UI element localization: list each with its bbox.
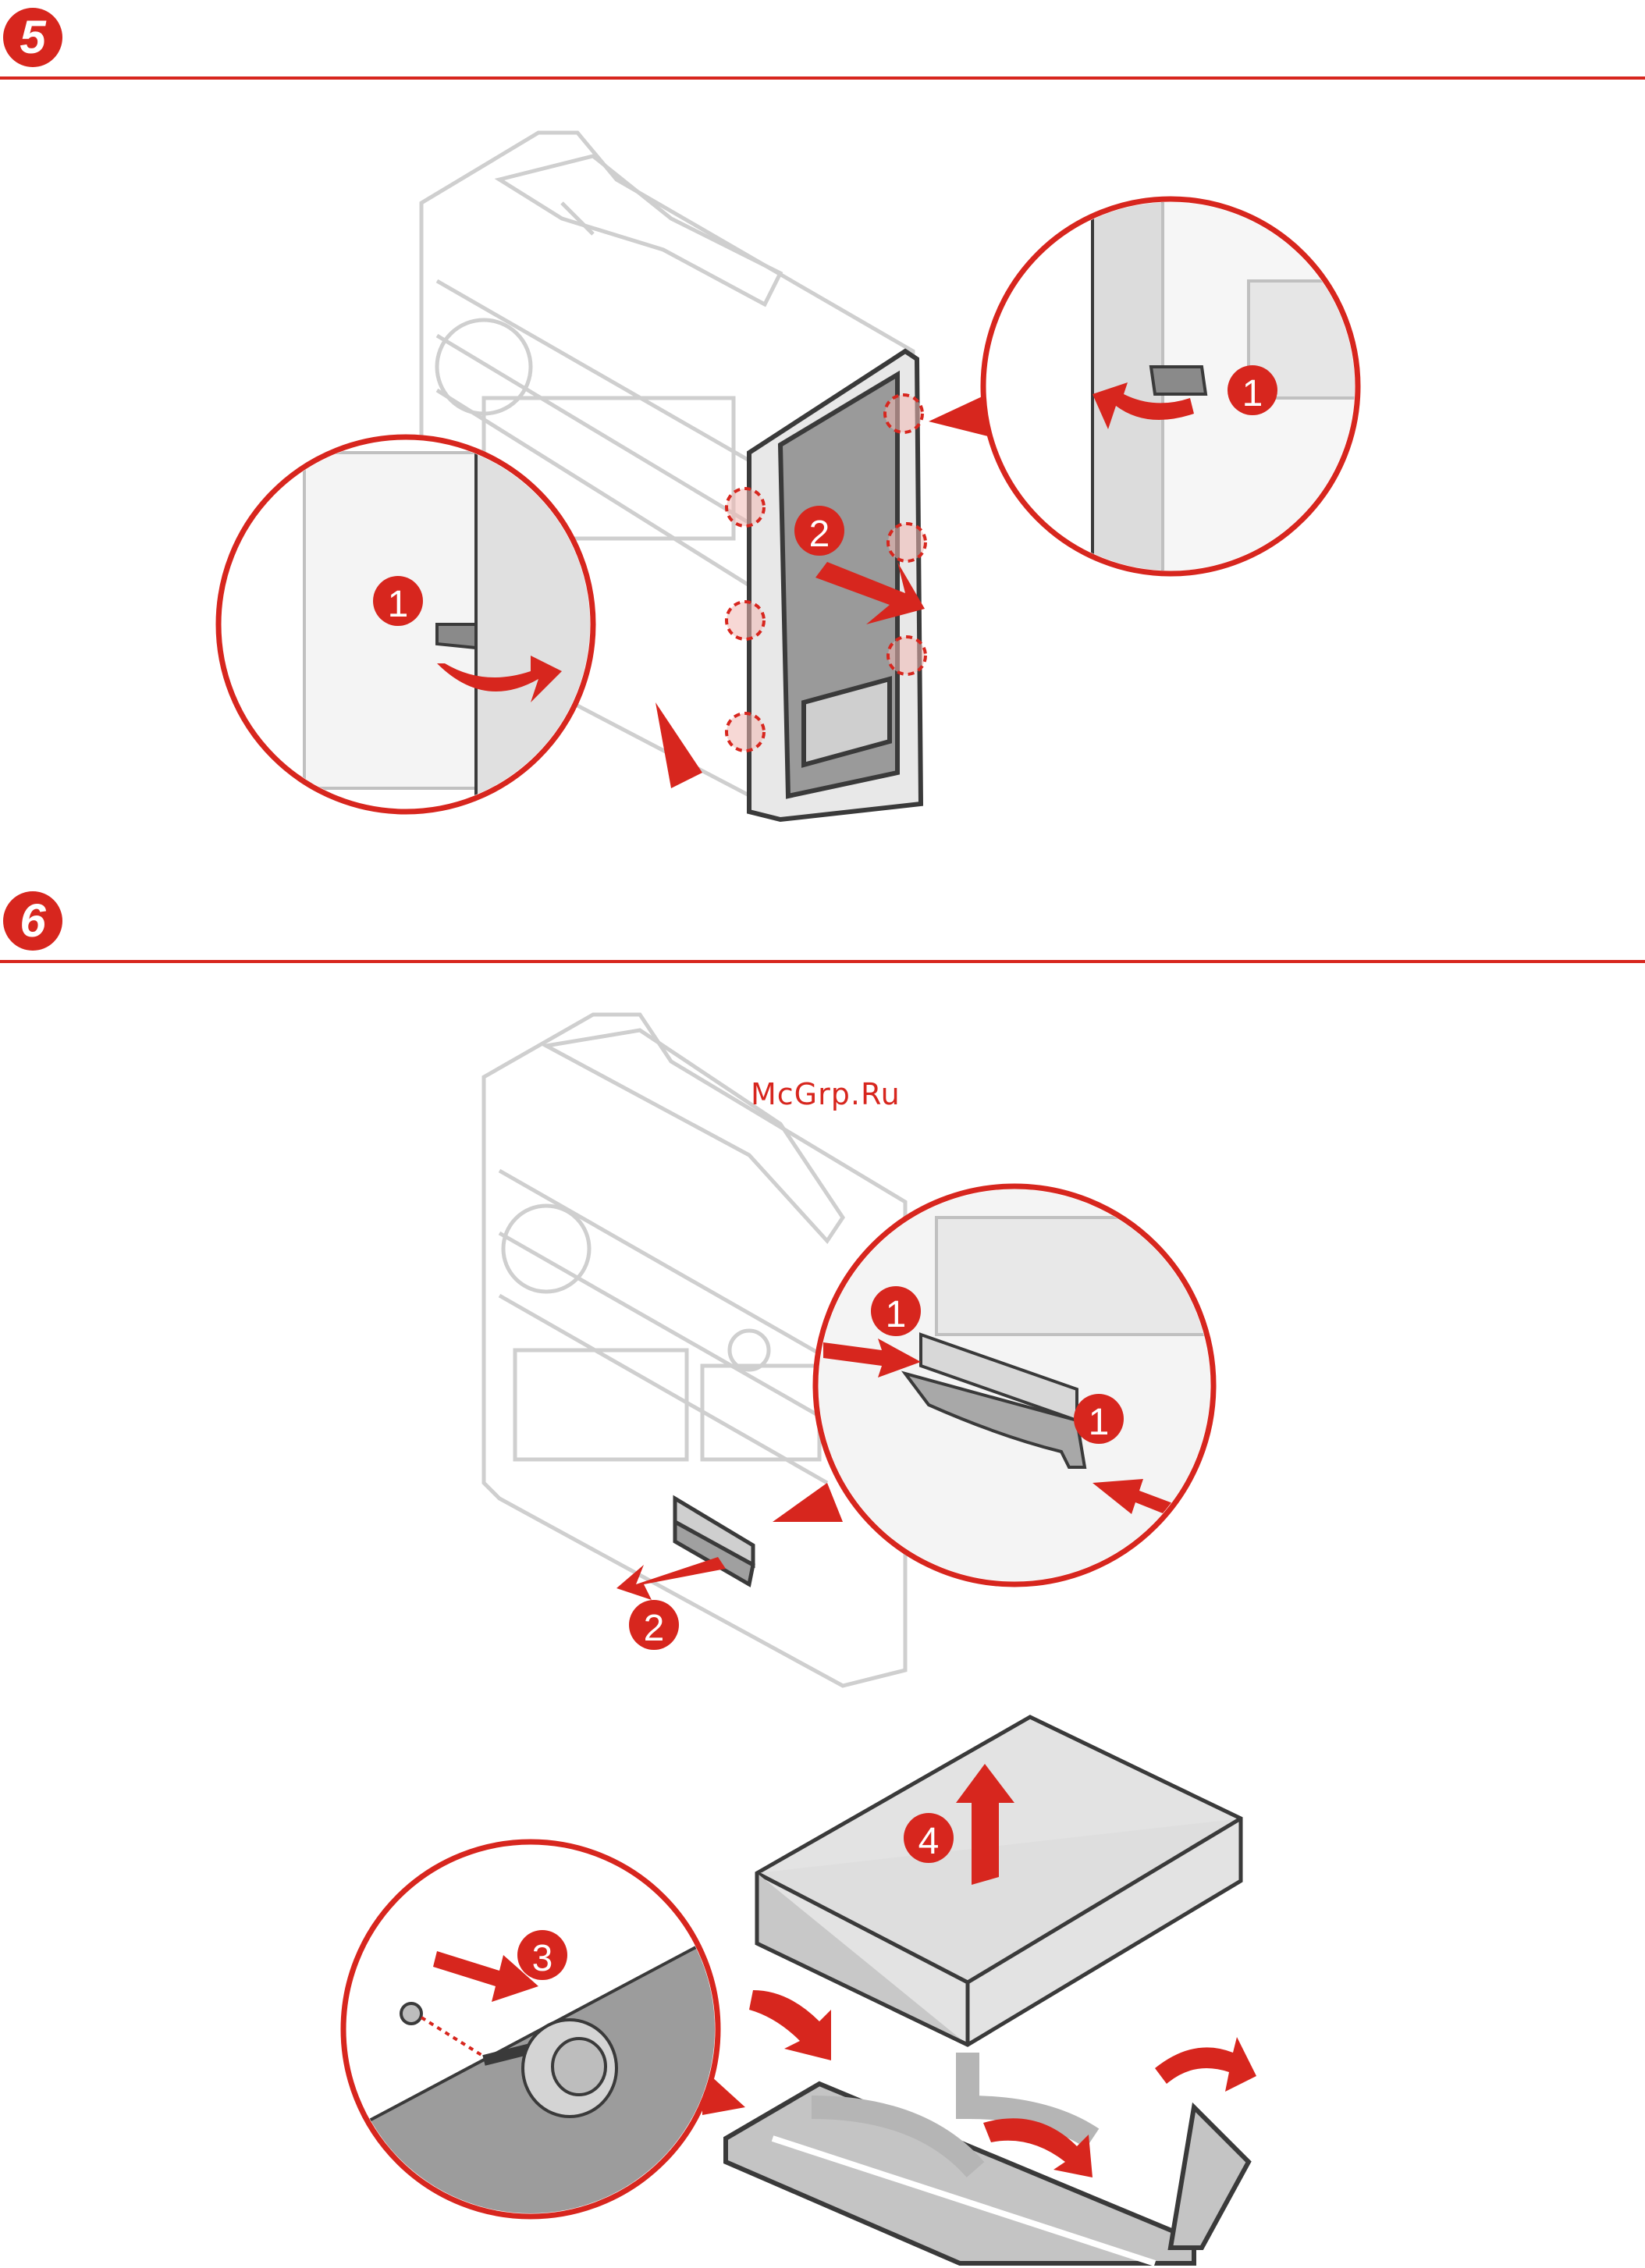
step-5-illustration: 2 1 1	[0, 86, 1645, 835]
callout-4-badge: 4	[904, 1813, 954, 1863]
step-5-header: 5	[0, 0, 1645, 86]
hard-drive	[757, 1717, 1241, 2045]
svg-text:1: 1	[1242, 373, 1263, 414]
svg-text:1: 1	[886, 1294, 907, 1335]
callout-1-right-badge: 1	[1228, 365, 1277, 415]
drive-tray-bracket	[726, 2053, 1249, 2263]
svg-text:1: 1	[388, 584, 409, 625]
callout-1-badge-b1: 1	[871, 1286, 921, 1336]
screw-pin-zoom-detail	[336, 1842, 745, 2248]
svg-text:2: 2	[644, 1608, 665, 1649]
right-zoom-detail	[929, 195, 1366, 585]
callout-3-badge: 3	[517, 1930, 567, 1980]
callout-2-badge-b: 2	[629, 1600, 679, 1650]
step-6-rule	[0, 960, 1645, 963]
step-5-rule	[0, 76, 1645, 80]
step-6-header: 6	[0, 882, 1645, 968]
svg-text:1: 1	[1089, 1402, 1110, 1443]
svg-text:4: 4	[918, 1821, 940, 1862]
step-6-badge: 6	[3, 891, 62, 951]
svg-text:2: 2	[809, 514, 830, 555]
watermark-text: McGrp.Ru	[751, 1077, 901, 1111]
svg-text:3: 3	[532, 1938, 553, 1979]
step-6-illustration-bottom: 4 3	[0, 1701, 1645, 2268]
callout-1-badge-b2: 1	[1074, 1394, 1124, 1444]
left-zoom-detail	[219, 437, 702, 819]
callout-2-badge: 2	[794, 506, 844, 556]
callout-1-left-badge: 1	[373, 576, 423, 626]
bracket-zoom-detail	[773, 1186, 1233, 1592]
step-5-badge: 5	[3, 8, 62, 67]
